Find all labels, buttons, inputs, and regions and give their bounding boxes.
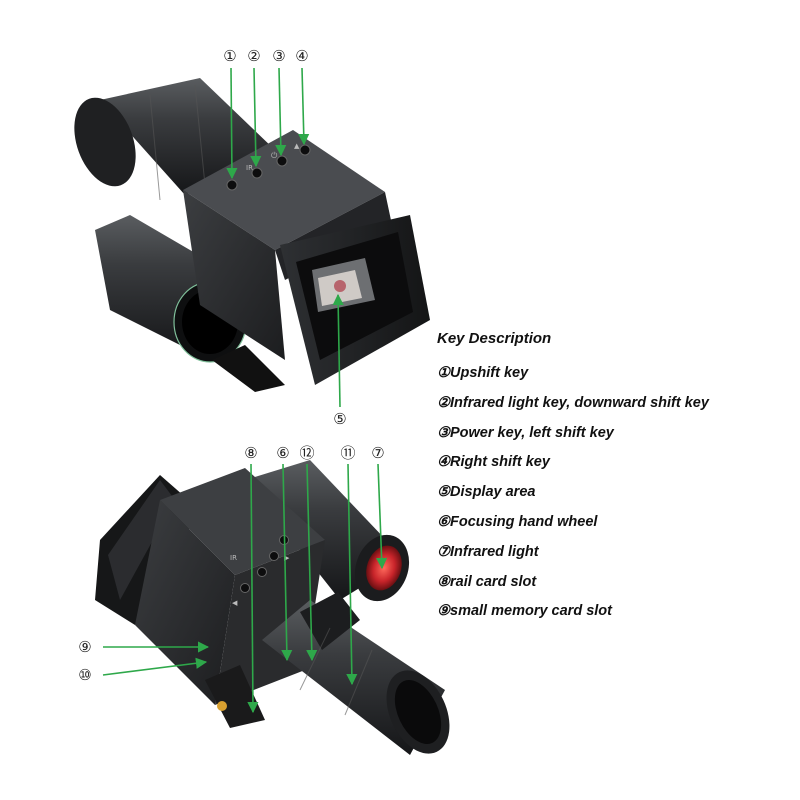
key-item-memory-card-slot: ⑨small memory card slot	[437, 603, 612, 620]
callout-10: ⑩	[78, 666, 91, 684]
callout-6: ⑥	[276, 444, 289, 462]
callout-9: ⑨	[78, 638, 91, 656]
arrow-4	[298, 67, 310, 146]
callout-8: ⑧	[244, 444, 257, 462]
top-buttons: IR ⏻ ▲	[226, 142, 311, 191]
infrared-key[interactable]	[251, 167, 263, 179]
callout-2: ②	[247, 47, 260, 65]
ir-icon: IR	[246, 164, 253, 172]
callout-7: ⑦	[371, 444, 384, 462]
bottom-device: IR ◀ ▶	[95, 460, 450, 755]
key-item-infrared-light: ⑦Infrared light	[437, 543, 539, 560]
arrow-8	[247, 463, 259, 714]
top-callouts: ① ② ③ ④ ⑤	[223, 47, 346, 428]
arrow-2	[250, 67, 262, 168]
svg-text:▶: ▶	[284, 554, 290, 562]
right-shift-key[interactable]	[299, 144, 311, 156]
arrow-7	[376, 463, 388, 570]
eyepiece-hood	[280, 215, 430, 385]
callout-1: ①	[223, 47, 236, 65]
arrow-3	[275, 67, 287, 157]
key-item-infrared: ②Infrared light key, downward shift key	[437, 394, 709, 411]
top-device: IR ⏻ ▲	[74, 78, 430, 392]
arrow-11	[346, 463, 358, 686]
svg-text:IR: IR	[230, 554, 237, 562]
key-item-upshift: ①Upshift key	[437, 365, 529, 381]
power-key[interactable]	[276, 155, 288, 167]
callout-5: ⑤	[333, 410, 346, 428]
key-item-power: ③Power key, left shift key	[437, 424, 614, 441]
bottom-callouts: ⑧ ⑥ ⑫ ⑪ ⑦ ⑨ ⑩	[78, 444, 384, 684]
arrow-6	[281, 463, 293, 662]
key-item-display: ⑤Display area	[437, 484, 536, 501]
power-icon: ⏻	[271, 151, 278, 160]
upshift-key[interactable]	[226, 179, 238, 191]
arrow-12	[306, 463, 318, 662]
front-tube	[262, 592, 450, 755]
svg-text:◀: ◀	[232, 599, 238, 607]
key-item-right-shift: ④Right shift key	[437, 454, 550, 471]
right-arrow-icon: ▲	[294, 142, 300, 150]
arrow-10	[102, 657, 208, 676]
key-item-rail-card-slot: ⑧rail card slot	[437, 573, 537, 590]
key-description-title: Key Description	[437, 330, 552, 347]
arrow-5	[332, 293, 344, 408]
key-item-focusing-wheel: ⑥Focusing hand wheel	[437, 513, 598, 530]
callout-12: ⑫	[299, 444, 314, 462]
arrow-1	[226, 67, 238, 180]
callout-11: ⑪	[340, 444, 355, 462]
callout-arrows	[102, 67, 388, 714]
key-description-panel: Key Description ①Upshift key ②Infrared l…	[437, 330, 797, 627]
callout-3: ③	[272, 47, 285, 65]
callout-4: ④	[295, 47, 308, 65]
